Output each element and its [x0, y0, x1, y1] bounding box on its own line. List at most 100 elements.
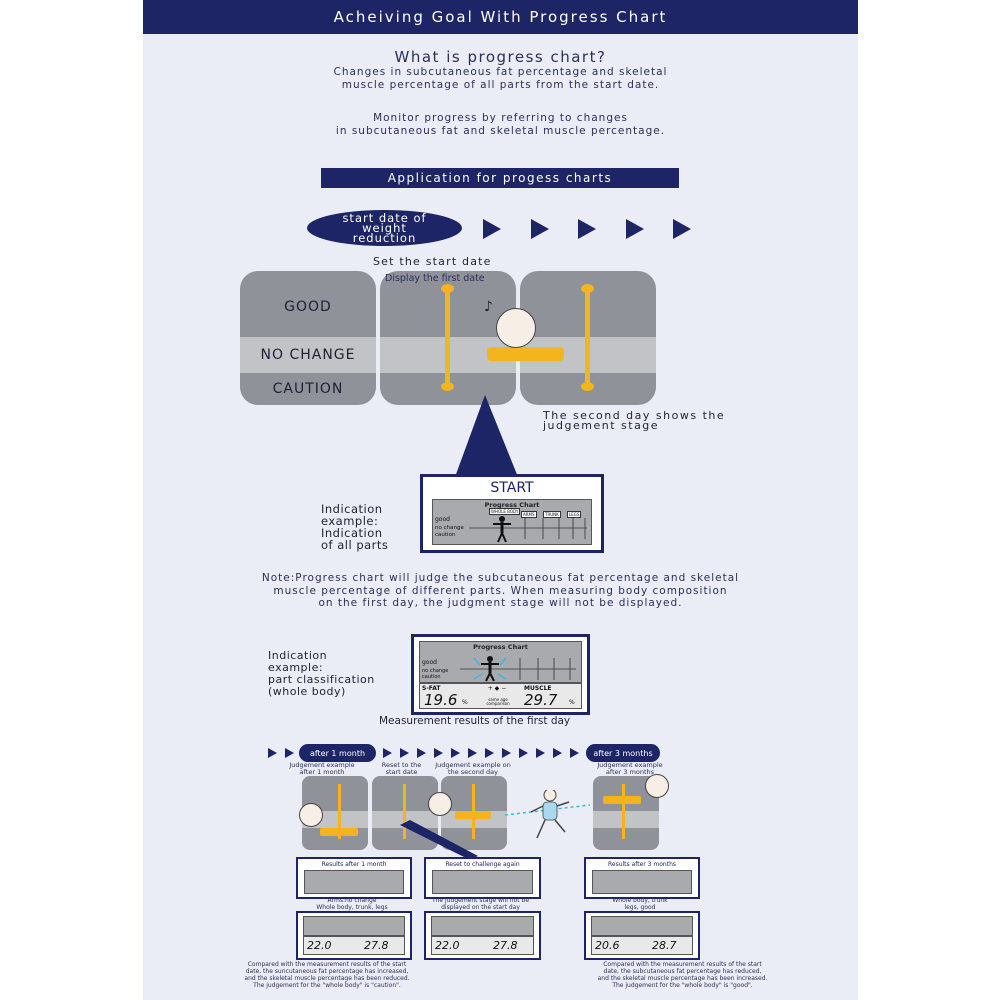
card-lcd-2: 22.0 27.8: [424, 911, 541, 960]
face-icon: [428, 792, 452, 816]
intro-line-2: muscle percentage of all parts from the …: [341, 79, 660, 91]
face-icon: [645, 774, 669, 798]
card-sfat-value: 22.0: [307, 939, 332, 952]
first-day-screen: Progress Chart good no change caution S-…: [411, 634, 590, 715]
judgement-1-month-line-1: Judgement example: [289, 761, 355, 769]
face-icon: [496, 308, 536, 348]
judgement-second-day-line-1: Judgement example on: [435, 761, 511, 769]
lcd-caution: caution: [435, 532, 456, 538]
card-lcd: [304, 870, 404, 894]
no-change-band: [593, 811, 659, 828]
card-sfat-value: 22.0: [435, 939, 460, 952]
indication-all-line-1: Indication: [321, 502, 383, 516]
arrow-icon: [383, 748, 392, 758]
indication-part-classification: Indication example: part classification …: [268, 650, 375, 698]
footnote-right: Compared with the measurement results of…: [565, 961, 800, 989]
arrow-icon: [417, 748, 426, 758]
start-lcd: Progress Chart good no change caution WH…: [432, 499, 592, 545]
footnote-right-line-3: and the skeletal muscle percentage has b…: [597, 975, 768, 982]
card-lcd-3: 20.6 28.7: [584, 911, 700, 960]
arrow-icon: [531, 219, 549, 239]
judgement-3-months-label: Judgement example after 3 months: [590, 762, 670, 776]
note-line-1: Note:Progress chart will judge the subcu…: [261, 572, 740, 584]
card-chart-lcd: [303, 916, 405, 936]
start-date-oval: start date of weight reduction: [307, 210, 462, 246]
judgement-marker: [603, 796, 641, 804]
intro-line-3: Monitor progress by referring to changes: [373, 112, 628, 124]
progress-bar: [585, 288, 590, 388]
note-text: Note:Progress chart will judge the subcu…: [143, 572, 858, 610]
three-month-note-line-1: Whole body, trunk: [612, 897, 668, 904]
arrow-icon: [268, 748, 277, 758]
lcd-no-change: no change: [422, 668, 449, 674]
first-day-chart-lcd: Progress Chart good no change caution: [419, 641, 582, 683]
start-oval-line-3: reduction: [352, 231, 417, 245]
indication-part-line-4: (whole body): [268, 685, 346, 698]
arrow-icon: [400, 748, 409, 758]
lcd-good: good: [435, 516, 450, 523]
arrow-icon: [468, 748, 477, 758]
reset-start-line-2: start date: [385, 768, 418, 776]
card-lcd-1: 22.0 27.8: [296, 911, 412, 960]
pointer-callout: [455, 395, 518, 477]
card-lcd: [592, 870, 692, 894]
after-3-months-oval: after 3 months: [586, 744, 660, 762]
intro-line-1: Changes in subcutaneous fat percentage a…: [333, 66, 668, 78]
lcd-legs: LEGS: [567, 511, 582, 518]
application-banner: Application for progess charts: [321, 168, 679, 188]
second-day-note-line-2: judgement stage: [543, 419, 660, 432]
card-chart-lcd: [591, 916, 693, 936]
running-person-illustration: [505, 790, 591, 839]
judgement-1-month-line-2: after 1 month: [299, 768, 345, 776]
muscle-value: 29.7: [524, 691, 558, 709]
sfat-label: S-FAT: [422, 685, 441, 692]
footnote-left-line-1: Compared with the measurement results of…: [247, 961, 407, 968]
judgement-3-months-line-2: after 3 months: [605, 768, 655, 776]
music-note-icon: ♪: [484, 299, 493, 315]
first-date-panel: [380, 271, 516, 405]
progress-bar: [622, 784, 625, 839]
lcd-chart-title: Progress Chart: [473, 643, 528, 651]
second-day-note-line-1: The second day shows the: [543, 409, 726, 422]
muscle-label: MUSCLE: [524, 685, 552, 692]
three-month-note-line-2: legs, good: [624, 904, 656, 911]
first-day-caption: Measurement results of the first day: [379, 715, 571, 727]
indication-all-line-3: Indication: [321, 526, 383, 540]
reset-start-label: Reset to the start date: [374, 762, 429, 776]
indication-part-line-2: example:: [268, 661, 324, 674]
after-1-month-oval: after 1 month: [299, 744, 376, 762]
judgement-second-day-line-2: the second day: [448, 768, 498, 776]
indication-all-line-2: example:: [321, 514, 379, 528]
arms-note-line-2: Whole body, trunk, legs: [316, 904, 388, 911]
reset-note-line-1: The judgement stage will not be: [431, 897, 530, 904]
lcd-good: good: [422, 659, 437, 666]
page-title: Acheiving Goal With Progress Chart: [143, 0, 858, 34]
card-title: Results after 1 month: [321, 861, 387, 868]
footnote-left-line-4: The judgement for the "whole body" is "c…: [253, 982, 401, 989]
second-day-panel: [520, 271, 656, 405]
arms-note: Arms:no change Whole body, trunk, legs: [296, 897, 408, 911]
card-values-lcd: 22.0 27.8: [303, 936, 405, 955]
panel-second-day: [441, 776, 507, 850]
card-values-lcd: 20.6 28.7: [591, 936, 693, 955]
start-title: START: [490, 480, 534, 496]
indication-all-line-4: of all parts: [321, 538, 389, 552]
footnote-left-line-3: and the skeletal muscle percentage has b…: [244, 975, 410, 982]
arrow-icon: [483, 219, 501, 239]
pointer-callout: [400, 820, 478, 860]
arrow-icon: [570, 748, 579, 758]
arrow-icon: [434, 748, 443, 758]
card-muscle-value: 28.7: [652, 939, 677, 952]
arrow-icon: [536, 748, 545, 758]
reset-note-line-2: displayed on the start day: [441, 904, 520, 911]
card-lcd: [432, 870, 533, 894]
no-change-band: [240, 337, 376, 373]
footnote-right-line-4: The judgement for the "whole body" is "g…: [612, 982, 753, 989]
start-oval-line-2: weight: [362, 221, 407, 235]
note-line-2: muscle percentage of different parts. Wh…: [273, 584, 728, 597]
indication-all-parts: Indication example: Indication of all pa…: [321, 503, 388, 551]
judgement-marker: [320, 828, 358, 836]
lcd-arms: ARMS: [521, 511, 537, 518]
arrow-icon: [502, 748, 511, 758]
judgement-level-panel: [240, 271, 376, 405]
